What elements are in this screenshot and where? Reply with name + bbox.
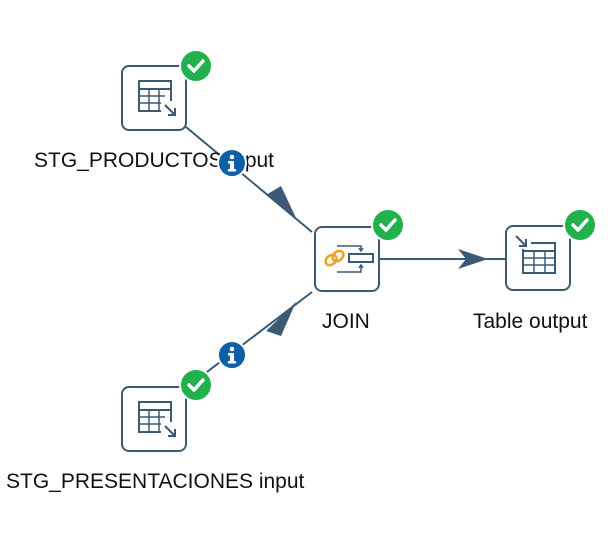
step-table-output[interactable] [505,225,571,291]
step-join[interactable] [314,226,380,292]
step-label-stg-productos: STG_PRODUCTOS input [34,149,275,172]
info-icon[interactable] [217,340,247,370]
step-stg-productos-input[interactable] [121,65,187,131]
step-stg-presentaciones-input[interactable] [121,386,187,452]
info-icon[interactable] [217,148,247,178]
hop-productos-to-join[interactable] [185,126,313,233]
check-icon [179,368,213,402]
table-input-icon [138,401,177,438]
check-icon [563,208,597,242]
step-label-stg-presentaciones: STG_PRESENTACIONES input [6,470,305,493]
step-label-join: JOIN [322,310,370,333]
step-label-table-output: Table output [473,310,588,333]
check-icon [371,208,405,242]
join-icon [324,245,374,273]
check-icon [179,49,213,83]
table-input-icon [138,80,177,117]
table-output-icon [513,233,556,274]
hop-join-to-output[interactable] [380,249,505,269]
